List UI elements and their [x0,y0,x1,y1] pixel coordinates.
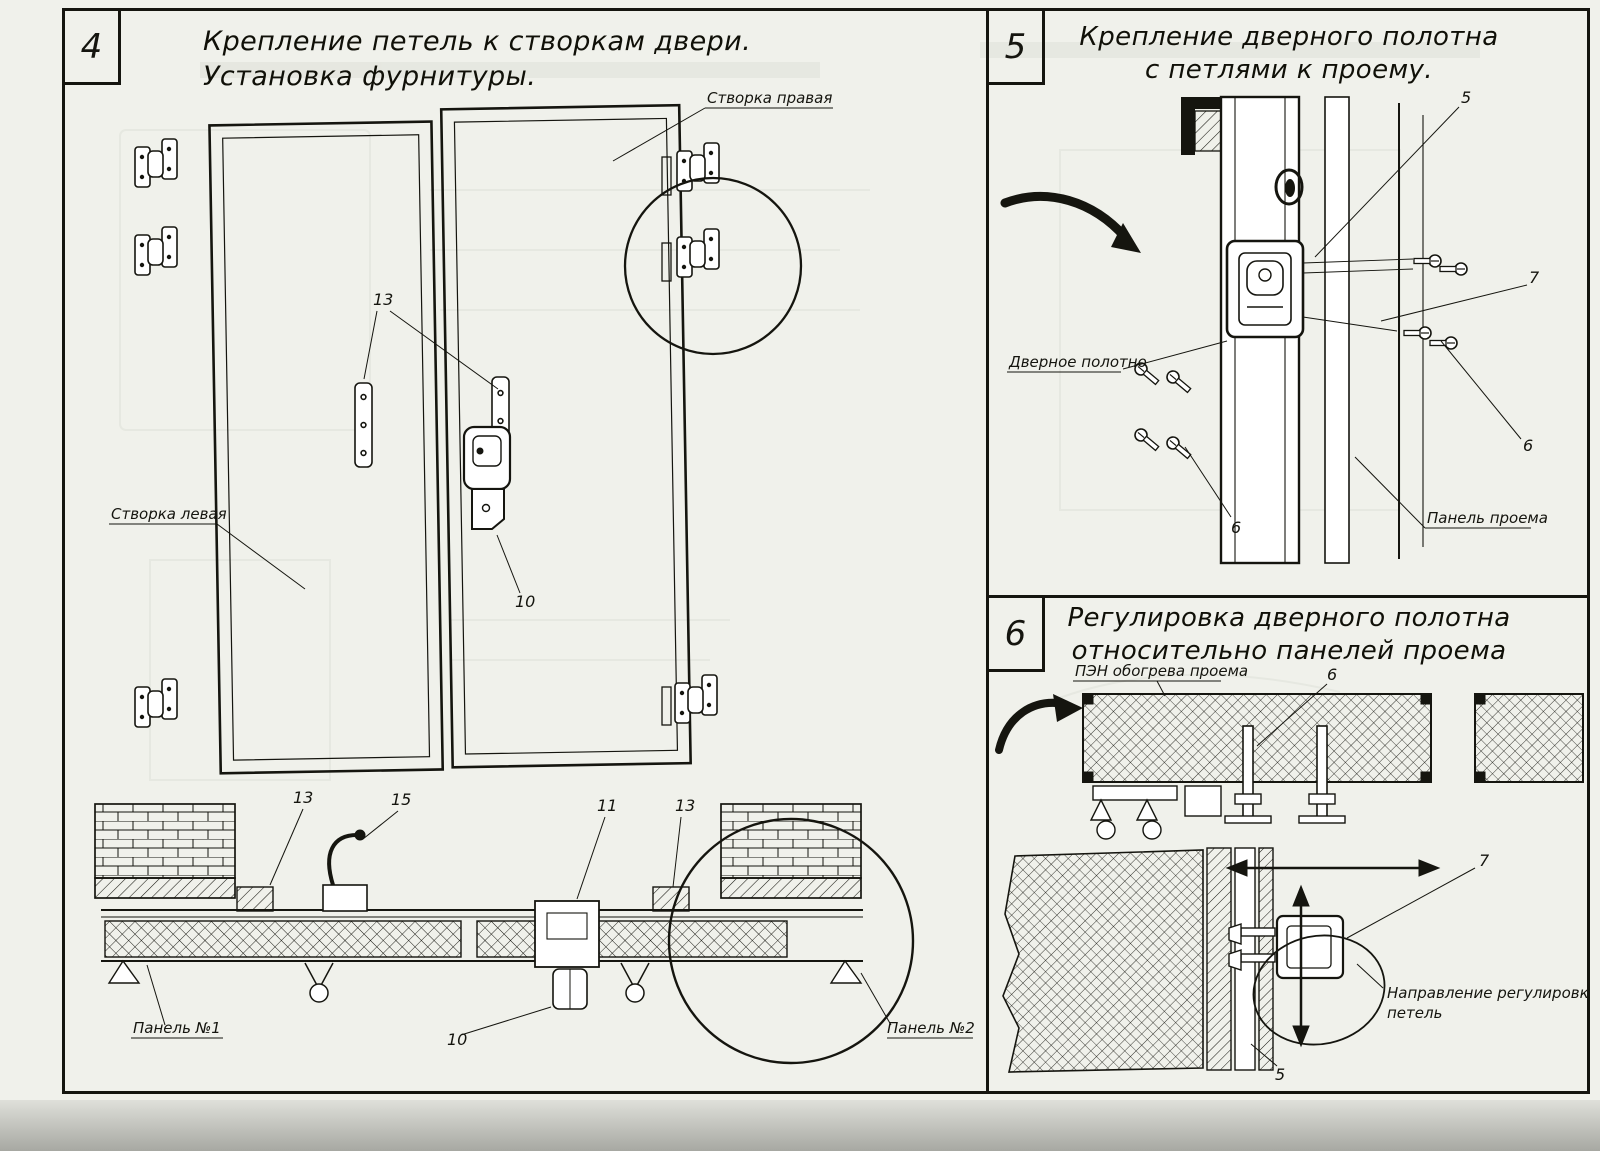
label-opening-panel: Панель проема [1427,509,1548,527]
panel-4-number: 4 [65,11,121,85]
detail-circle-section [667,817,915,1065]
panel-5-title-line2: с петлями к проему. [1145,55,1433,86]
panel-6-leaders [1073,680,1476,1067]
panel-5-leaders [1007,106,1531,529]
panel-4-title: Крепление петель к створкам двери. Устан… [203,25,751,94]
roller-brackets [1089,785,1222,840]
callout-6-left: 6 [1231,518,1241,537]
panel-6-title: Регулировка дверного полотна относительн… [1039,602,1539,669]
callout-6-right: 6 [1523,436,1533,455]
panel-4-title-line2: Установка фурнитуры. [203,60,537,92]
panel-6: ПЭН обогрева проема 6 7 Направление регу… [989,598,1587,1091]
panel-4-number-text: 4 [80,26,103,67]
door-latch [462,425,512,530]
wall-section [1002,849,1204,1073]
panel-4-title-line1: Крепление петель к створкам двери. [203,26,752,57]
vertical-divider [986,11,989,1091]
detail-loop [1252,934,1386,1046]
label-direction-line1: Направление регулировки [1387,984,1587,1002]
main-frame: Створка правая 13 Створка левая 10 [62,8,1590,1094]
callout-5: 5 [1275,1065,1285,1084]
screw-guide-lines [1302,258,1414,332]
panel-6-number: 6 [989,598,1045,672]
callout-5: 5 [1461,88,1471,107]
hinge-bracket [1228,914,1345,980]
panel-5: 5 7 6 6 Дверное полотно Панель проема 5 … [989,11,1587,595]
zoom-arrow [1000,192,1141,253]
label-panel-1: Панель №1 [133,1019,221,1037]
horizontal-divider [986,595,1587,598]
panel-5-title-line1: Крепление дверного полотна [1079,22,1499,52]
door-leaves [208,103,692,775]
adjustment-bolts [1224,725,1346,824]
hinges-left [134,138,178,728]
hinge-detail [1225,239,1305,339]
callout-10-mid: 10 [515,592,535,611]
label-panel-2: Панель №2 [887,1019,975,1037]
callout-13-top: 13 [373,290,393,309]
panel-5-number-text: 5 [1004,26,1027,67]
panel-6-drawing: ПЭН обогрева проема 6 7 Направление регу… [995,662,1587,1084]
panel-5-drawing: 5 7 6 6 Дверное полотно Панель проема [1000,88,1548,565]
callout-11: 11 [597,796,617,815]
hinge-seats [661,156,672,726]
bottom-section: 13 15 11 13 10 Панель №1 Панель №2 [94,788,975,1065]
drawing-sheet: Створка правая 13 Створка левая 10 [0,0,1600,1108]
label-door-leaf: Дверное полотно [1008,353,1147,371]
callout-15: 15 [391,790,411,809]
callout-13-b1: 13 [293,788,313,807]
leader-lines-top [109,107,833,594]
label-leaf-right: Створка правая [707,89,832,107]
panel-4: Створка правая 13 Створка левая 10 [65,11,986,1091]
zoom-arrow [995,694,1083,754]
callout-13-b2: 13 [675,796,695,815]
panel-6-title-line1: Регулировка дверного полотна [1067,603,1511,633]
opening-beams [1082,693,1584,783]
panel-5-title: Крепление дверного полотна с петлями к п… [1059,21,1519,88]
leader-lines-bottom [131,808,973,1039]
label-leaf-left: Створка левая [111,505,227,523]
detail-circle-hinges [623,176,803,356]
panel-4-drawing: Створка правая 13 Створка левая 10 [94,89,975,1065]
adjustment-arrows [1225,859,1441,1048]
panel-5-number: 5 [989,11,1045,85]
callout-10-b: 10 [447,1030,467,1049]
scan-shadow [0,1100,1600,1151]
label-pen-heater: ПЭН обогрева проема [1075,662,1248,680]
label-direction-line2: петель [1387,1004,1442,1022]
callout-7: 7 [1479,851,1490,870]
panel-6-number-text: 6 [1004,613,1027,654]
callout-7: 7 [1529,268,1540,287]
callout-6: 6 [1327,665,1337,684]
panel-6-title-line2: относительно панелей проема [1071,636,1507,667]
